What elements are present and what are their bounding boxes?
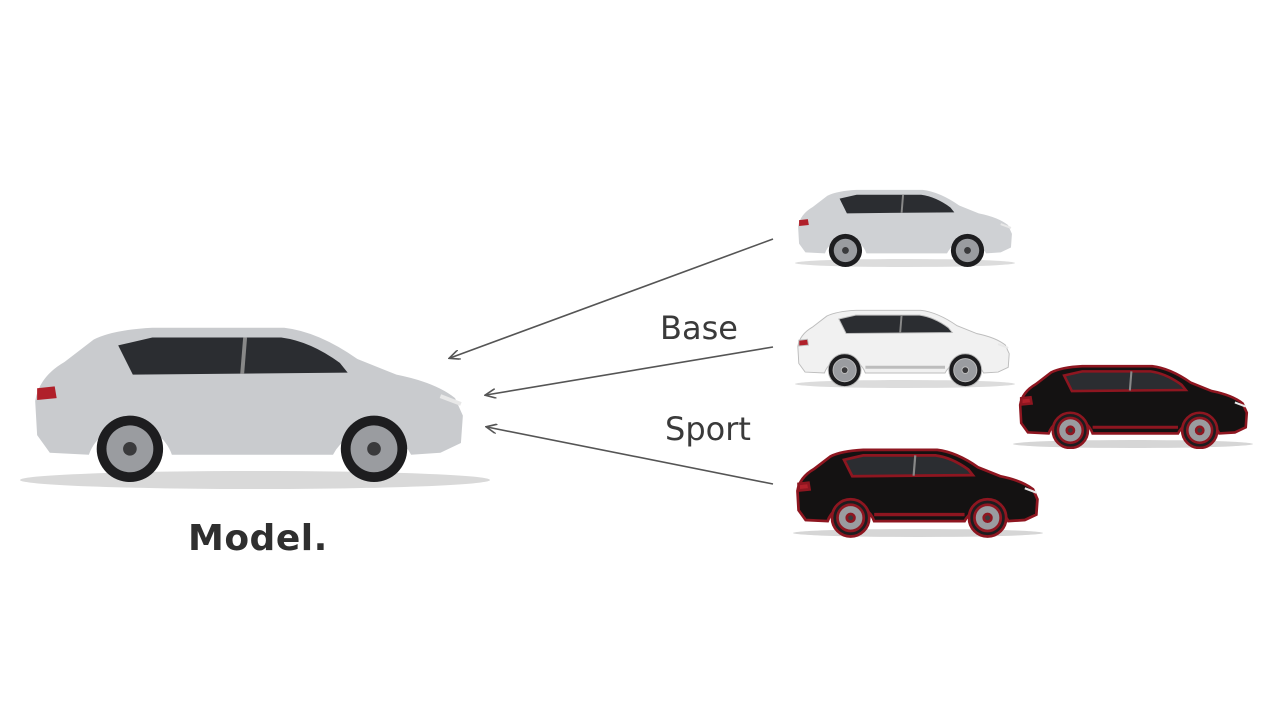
variant-silver-car-image bbox=[795, 188, 1015, 268]
variant-black-car-image-right bbox=[1013, 364, 1253, 449]
arrow-base-to-model bbox=[486, 346, 774, 395]
variant-black-car-image-bottom bbox=[793, 448, 1043, 538]
arrow-sport-to-model bbox=[487, 427, 774, 485]
arrow-silver-to-model bbox=[450, 238, 774, 358]
arrows bbox=[450, 238, 774, 485]
main-car-shadow bbox=[20, 471, 490, 489]
model-label: Model. bbox=[188, 518, 328, 559]
main-car-image bbox=[35, 328, 463, 482]
variant-white-car-image bbox=[795, 308, 1015, 388]
base-label: Base bbox=[660, 309, 738, 347]
sport-label: Sport bbox=[665, 410, 751, 448]
